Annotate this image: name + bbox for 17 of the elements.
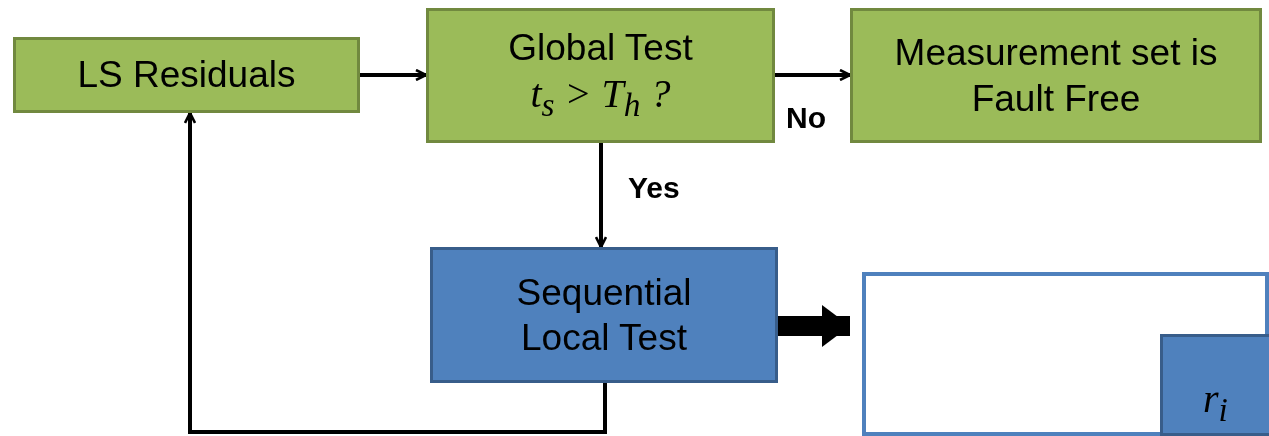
box-text: LS Residuals [77,53,296,98]
panel-box [862,272,1269,436]
arrow [183,111,607,434]
process-box [13,37,360,113]
formula-text: t$_{s}$ > T$_{h}$ ? [530,70,671,126]
arrow [360,68,428,82]
arrow [594,143,608,249]
box-text: Global Test [508,26,693,71]
process-box [1160,334,1269,436]
box-text: Measurement set is Fault Free [893,31,1219,121]
process-box [426,8,775,143]
box-text: Sequential Local Test [515,270,693,360]
process-box [430,247,778,383]
arrow [775,68,852,82]
block-arrow [778,305,850,347]
process-box [850,8,1262,143]
box-text: r$_{i}$ [1203,375,1228,431]
